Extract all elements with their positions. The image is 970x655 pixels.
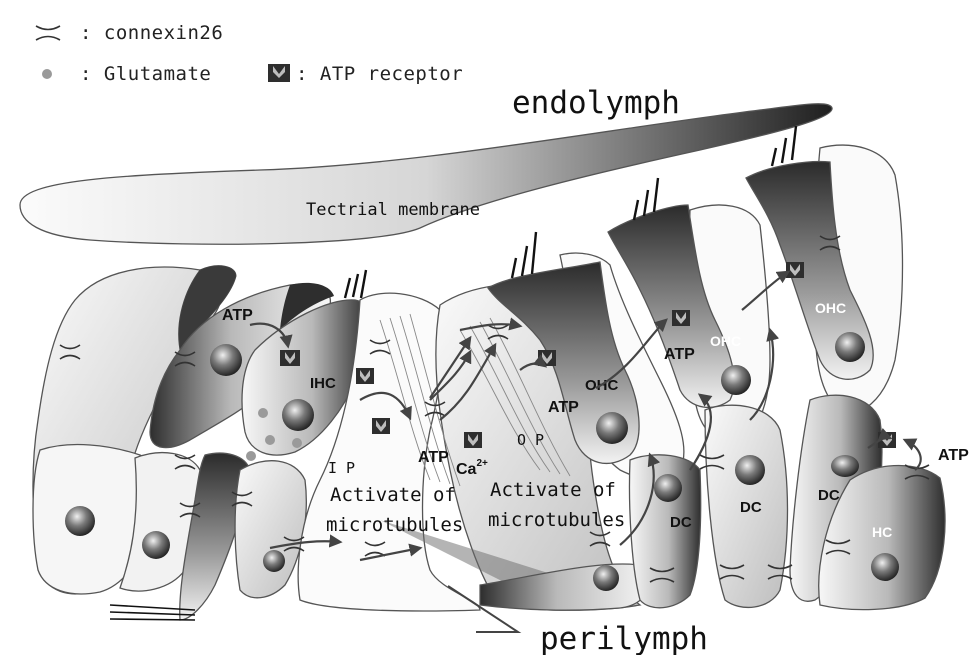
atp-receptor-icon	[786, 262, 804, 278]
atp-receptor-icon	[356, 368, 374, 384]
nucleus	[735, 455, 765, 485]
activate-label-1-line1: Activate of	[330, 484, 456, 506]
nucleus	[263, 550, 285, 572]
ohc-label-2: OHC	[710, 333, 741, 349]
atp-label-ohc2: ATP	[664, 346, 695, 363]
atp-receptor-icon	[268, 64, 290, 82]
op-label: O P	[517, 431, 544, 449]
dc-label-1: DC	[670, 514, 692, 531]
ip-label: I P	[328, 459, 355, 477]
nucleus	[593, 565, 619, 591]
nucleus	[142, 531, 170, 559]
ihc-label: IHC	[310, 375, 336, 392]
nucleus	[654, 474, 682, 502]
atp-receptor-icon	[672, 310, 690, 326]
dc-label-3: DC	[818, 487, 840, 504]
glutamate-icon	[42, 69, 52, 79]
nucleus	[596, 412, 628, 444]
nucleus	[282, 399, 314, 431]
connexin-icon	[36, 26, 60, 40]
activate-label-2-line1: Activate of	[490, 479, 616, 501]
hc-label: HC	[872, 524, 892, 540]
activate-label-1-line2: microtubules	[326, 514, 463, 536]
activate-label-2-line2: microtubules	[488, 509, 625, 531]
atp-label-center: ATP	[418, 449, 449, 466]
ohc-label-3: OHC	[815, 300, 846, 316]
atp-label-ihc: ATP	[222, 307, 253, 324]
nucleus	[871, 553, 899, 581]
nucleus	[831, 455, 859, 477]
legend: : connexin26 : Glutamate : ATP receptor	[36, 22, 463, 85]
nucleus	[210, 344, 242, 376]
legend-connexin-label: : connexin26	[80, 22, 223, 44]
atp-label-ohc1: ATP	[548, 399, 579, 416]
atp-receptor-icon	[280, 350, 300, 366]
nucleus	[835, 332, 865, 362]
endolymph-label: endolymph	[512, 85, 680, 121]
atp-receptor-icon	[372, 418, 390, 434]
nucleus	[65, 506, 95, 536]
perilymph-label: perilymph	[540, 621, 708, 655]
nucleus	[721, 365, 751, 395]
legend-glutamate-label: : Glutamate	[80, 63, 211, 85]
atp-label-right: ATP	[938, 447, 969, 464]
legend-atp-receptor-label: : ATP receptor	[296, 63, 463, 85]
dc-label-2: DC	[740, 499, 762, 516]
tectorial-membrane-label: Tectrial membrane	[306, 200, 480, 220]
atp-receptor-icon	[464, 432, 482, 448]
